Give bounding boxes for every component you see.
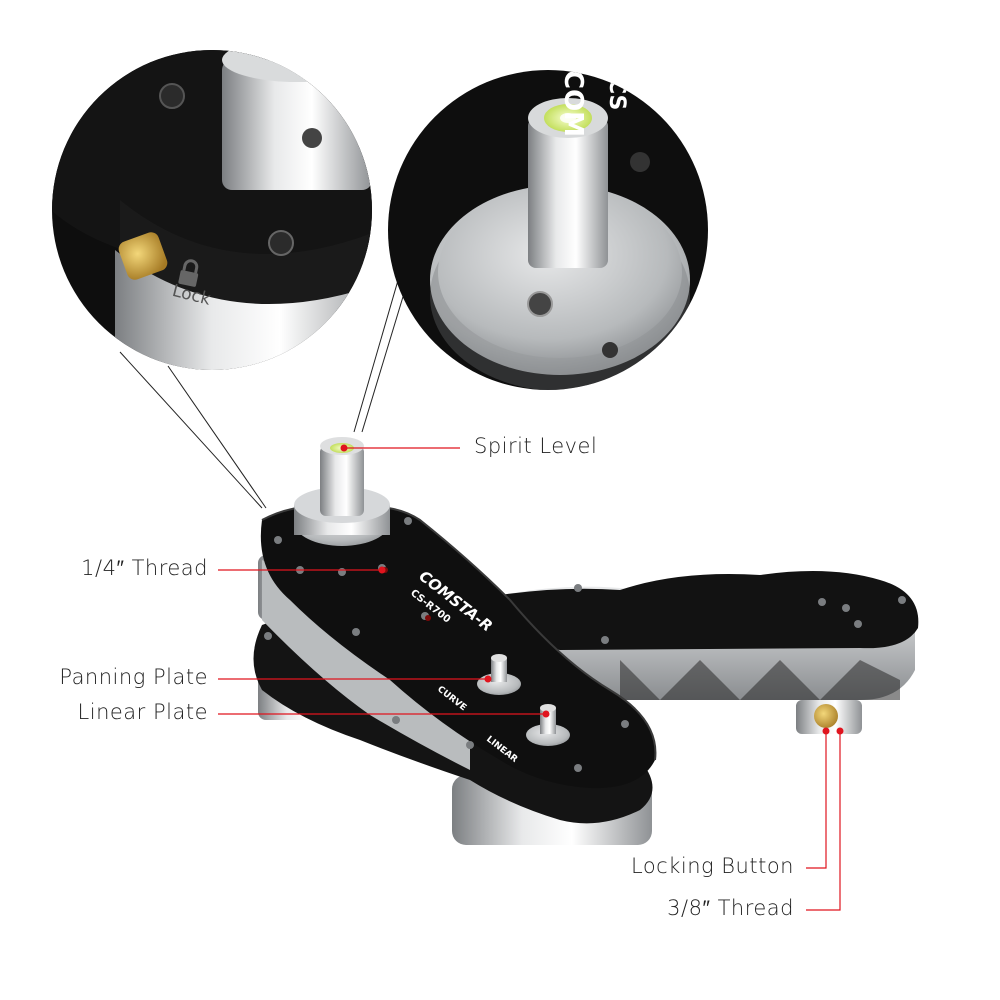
zoom-brand-text: COM [558,70,588,137]
linear-plate-screw [526,704,570,746]
lock-icon [178,259,199,287]
callout-panning-plate: Panning Plate [59,665,208,689]
callout-linear-plate: Linear Plate [77,700,208,724]
plate-screws [264,517,906,772]
zoom-model-text: CS [604,78,629,110]
callout-dots [340,444,844,735]
locking-button-knob [796,700,862,734]
callout-spirit-level: Spirit Level [474,434,598,458]
callout-locking-button: Locking Button [631,854,794,878]
slider-product: COMSTA-R CS-R700 CURVE LINEAR [253,437,919,845]
spirit-level-post [294,437,390,546]
callout-quarter-thread: 1/4″ Thread [81,556,208,580]
callout-lines [218,447,841,911]
callout-three-eighths-thread: 3/8″ Thread [667,896,794,920]
zoom-circle-spirit-level: COM CS [388,70,708,390]
